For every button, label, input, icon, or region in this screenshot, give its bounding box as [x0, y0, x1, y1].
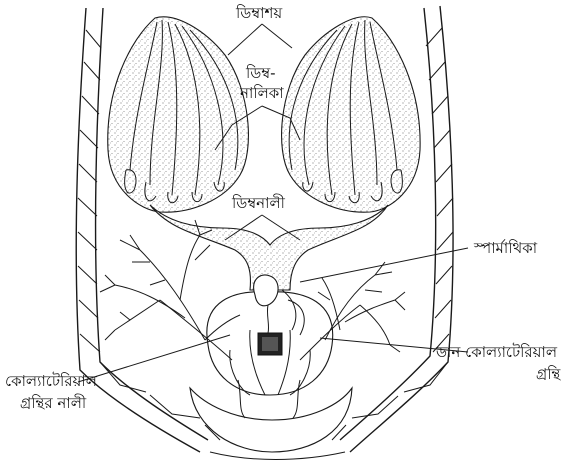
spermatheca-label: স্পার্মাথিকা: [473, 239, 538, 257]
colleterial-duct-label-line1: কোল্যাটেরিয়াল: [5, 372, 98, 390]
colleterial-duct-label-line2: গ্রন্থির নালী: [20, 394, 87, 412]
left-ovary: [108, 17, 249, 212]
ovariole-label-line1: ডিম্ব-: [245, 64, 276, 82]
genital-chamber: [190, 292, 352, 452]
ovary-label: ডিম্বাশয়: [235, 4, 283, 22]
oviduct-label: ডিম্বনালী: [231, 194, 286, 212]
right-colleterial-gland-label-line1: ডান কোল্যাটেরিয়াল: [435, 343, 558, 361]
right-ovary: [282, 17, 421, 212]
right-colleterial-gland-label-line2: গ্রন্থি: [536, 365, 562, 383]
ovariole-label-line2: নালিকা: [239, 84, 284, 102]
